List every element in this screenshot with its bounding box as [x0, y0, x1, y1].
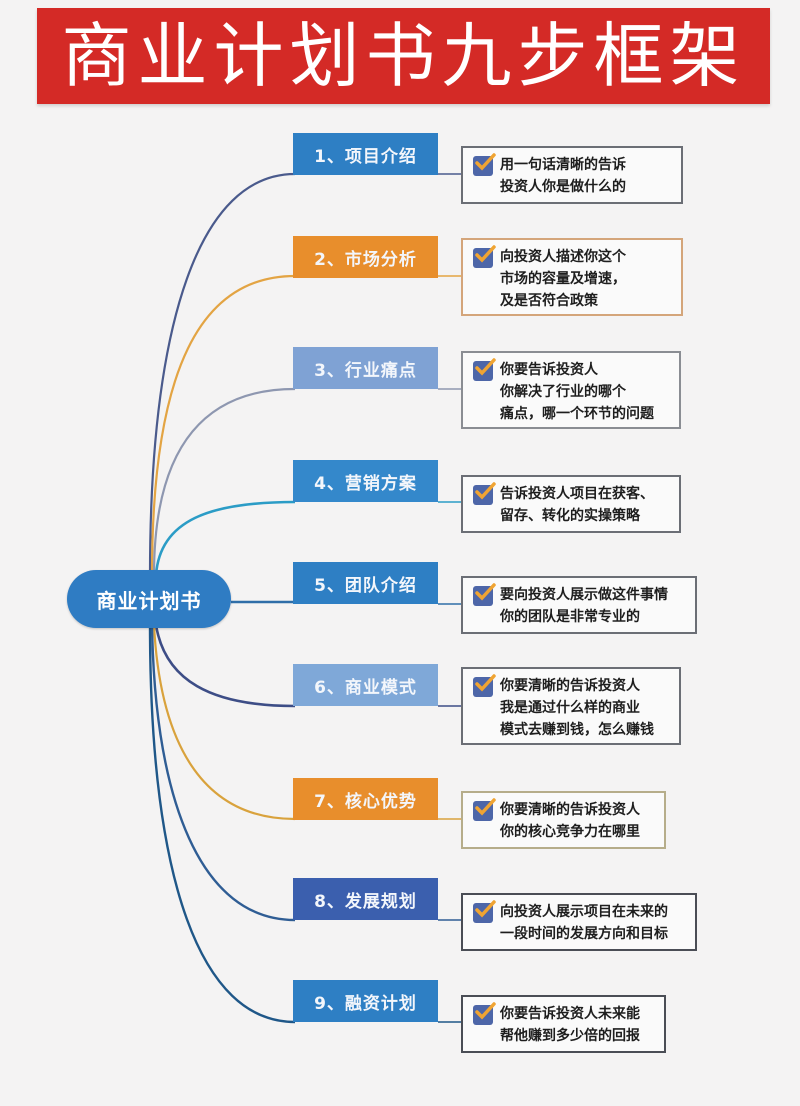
step-3-description-box: 你要告诉投资人 你解决了行业的哪个 痛点，哪一个环节的问题 [461, 351, 681, 429]
step-1-label: 1、项目介绍 [314, 146, 417, 167]
step-2-label-box[interactable]: 2、市场分析 [293, 236, 438, 278]
connector-1 [148, 172, 296, 576]
connector-3 [152, 387, 296, 576]
connector-4 [154, 500, 296, 576]
step-4-label: 4、营销方案 [314, 473, 417, 494]
step-4-description-box: 告诉投资人项目在获客、 留存、转化的实操策略 [461, 475, 681, 533]
checkbox-checked-icon [473, 798, 496, 821]
connector-2 [150, 274, 296, 576]
step-9-description-box: 你要告诉投资人未来能 帮他赚到多少倍的回报 [461, 995, 666, 1053]
step-7-label-box[interactable]: 7、核心优势 [293, 778, 438, 820]
step-2-label: 2、市场分析 [314, 249, 417, 270]
step-9-label-box[interactable]: 9、融资计划 [293, 980, 438, 1022]
connector-7 [152, 624, 296, 821]
step-1-label-box[interactable]: 1、项目介绍 [293, 133, 438, 175]
checkbox-checked-icon [473, 674, 496, 697]
step-8-label-box[interactable]: 8、发展规划 [293, 878, 438, 920]
checkbox-checked-icon [473, 583, 496, 606]
step-6-description-box: 你要清晰的告诉投资人 我是通过什么样的商业 模式去赚到钱，怎么赚钱 [461, 667, 681, 745]
title-banner: 商业计划书九步框架 [37, 8, 770, 104]
checkbox-checked-icon [473, 358, 496, 381]
center-node-label: 商业计划书 [96, 588, 202, 613]
checkbox-checked-icon [473, 482, 496, 505]
step-2-description-box: 向投资人描述你这个 市场的容量及增速， 及是否符合政策 [461, 238, 683, 316]
step-6-label-box[interactable]: 6、商业模式 [293, 664, 438, 706]
connector-9 [148, 624, 296, 1024]
step-5-description-box: 要向投资人展示做这件事情 你的团队是非常专业的 [461, 576, 697, 634]
step-5-label: 5、团队介绍 [314, 575, 417, 596]
step-4-label-box[interactable]: 4、营销方案 [293, 460, 438, 502]
page-title: 商业计划书九步框架 [61, 15, 746, 97]
center-node[interactable]: 商业计划书 [67, 570, 231, 628]
step-8-description-box: 向投资人展示项目在未来的 一段时间的发展方向和目标 [461, 893, 697, 951]
connector-8 [150, 624, 296, 922]
step-9-label: 9、融资计划 [314, 993, 417, 1014]
step-3-label-box[interactable]: 3、行业痛点 [293, 347, 438, 389]
step-6-label: 6、商业模式 [314, 677, 417, 698]
checkbox-checked-icon [473, 153, 496, 176]
step-3-label: 3、行业痛点 [314, 360, 417, 381]
step-1-description-box: 用一句话清晰的告诉 投资人你是做什么的 [461, 146, 683, 204]
step-7-label: 7、核心优势 [314, 791, 417, 812]
checkbox-checked-icon [473, 900, 496, 923]
checkbox-checked-icon [473, 245, 496, 268]
step-7-description-box: 你要清晰的告诉投资人 你的核心竞争力在哪里 [461, 791, 666, 849]
connector-6 [154, 624, 296, 708]
step-8-label: 8、发展规划 [314, 891, 417, 912]
checkbox-checked-icon [473, 1002, 496, 1025]
step-5-label-box[interactable]: 5、团队介绍 [293, 562, 438, 604]
